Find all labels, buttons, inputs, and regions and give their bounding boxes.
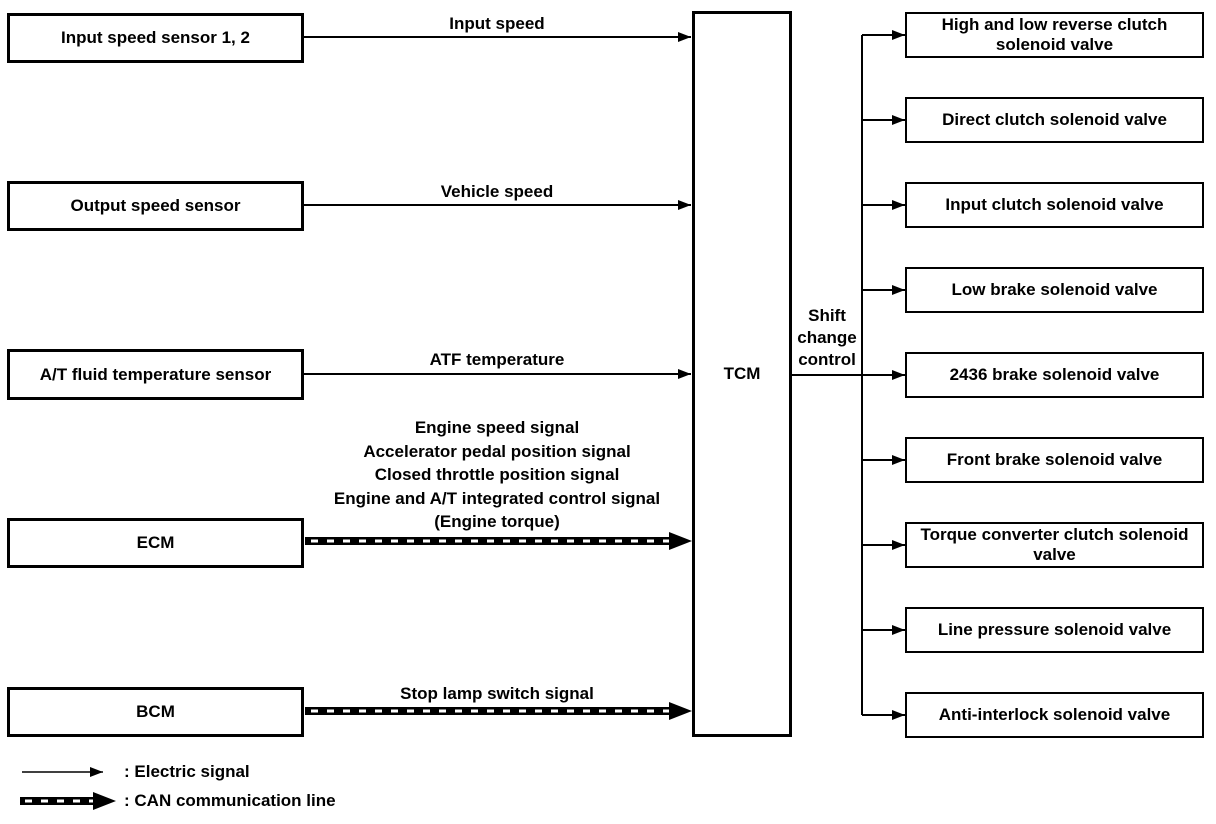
signal-label-vehicle-speed: Vehicle speed [440,182,554,201]
box-anti-interlock-solenoid: Anti-interlock solenoid valve [905,692,1204,738]
signal-line-engine-speed: Engine speed signal [414,418,580,437]
box-at-fluid-temperature-sensor: A/T fluid temperature sensor [7,349,304,400]
box-torque-converter-clutch-solenoid: Torque converter clutch solenoid valve [905,522,1204,568]
legend-can-arrow [20,792,116,810]
signal-line-closed-throttle: Closed throttle position signal [374,465,620,484]
signal-label-atf-temperature: ATF temperature [429,350,565,369]
legend-electric-label: : Electric signal [124,762,250,781]
box-direct-clutch-solenoid: Direct clutch solenoid valve [905,97,1204,143]
signal-label-input-speed: Input speed [449,14,545,33]
signal-label-shift-change-control: Shift change control [797,306,857,369]
legend-can-label: : CAN communication line [124,791,336,810]
box-tcm: TCM [692,11,792,737]
box-input-speed-sensor: Input speed sensor 1, 2 [7,13,304,63]
signal-line-engine-at-integrated: Engine and A/T integrated control signal [333,488,661,508]
box-front-brake-solenoid: Front brake solenoid valve [905,437,1204,483]
box-high-low-reverse-clutch-solenoid: High and low reverse clutch solenoid val… [905,12,1204,58]
can-line-ecm [305,532,692,550]
box-2436-brake-solenoid: 2436 brake solenoid valve [905,352,1204,398]
signal-label-stop-lamp: Stop lamp switch signal [400,684,594,703]
box-line-pressure-solenoid: Line pressure solenoid valve [905,607,1204,653]
box-input-clutch-solenoid: Input clutch solenoid valve [905,182,1204,228]
box-output-speed-sensor: Output speed sensor [7,181,304,231]
box-ecm: ECM [7,518,304,568]
box-bcm: BCM [7,687,304,737]
signal-label-ecm-can: Engine speed signal Accelerator pedal po… [287,416,707,534]
box-low-brake-solenoid: Low brake solenoid valve [905,267,1204,313]
can-line-bcm [305,702,692,720]
signal-line-accelerator-pedal: Accelerator pedal position signal [363,441,631,461]
signal-line-engine-torque: (Engine torque) [434,512,560,531]
